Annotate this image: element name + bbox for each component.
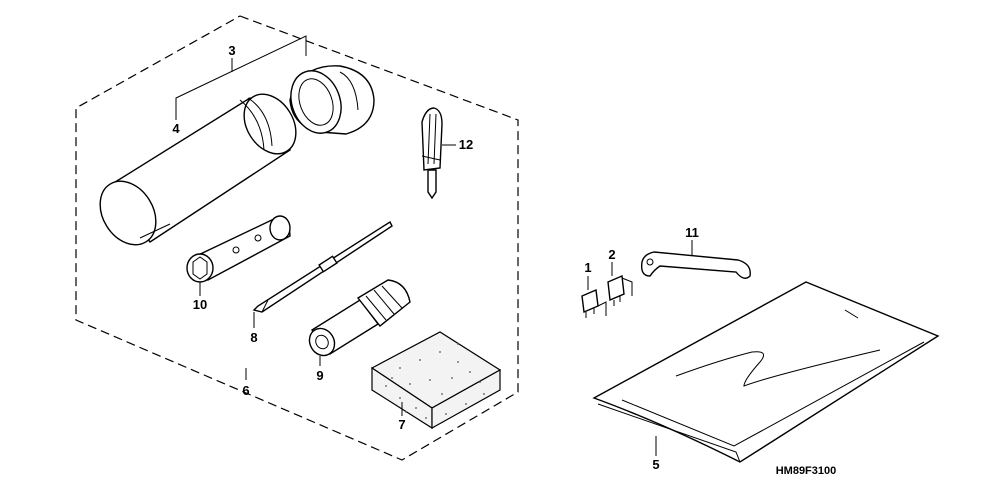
cloth-block	[370, 331, 502, 430]
fuse-2	[607, 274, 633, 306]
callout-3-leader	[175, 35, 307, 106]
tool-case	[99, 93, 297, 246]
tool-case-cap	[289, 65, 375, 135]
screwdriver-grip	[308, 279, 411, 357]
callout-10: 10	[193, 297, 207, 312]
callout-11: 11	[685, 225, 699, 240]
callout-9: 9	[316, 368, 323, 383]
callout-6: 6	[242, 383, 249, 398]
plug-wrench	[186, 215, 291, 283]
figure-code: HM89F3100	[776, 465, 837, 477]
callout-12: 12	[459, 137, 473, 152]
callout-2: 2	[608, 247, 615, 262]
callout-4: 4	[172, 121, 180, 136]
screwdriver-small	[421, 107, 443, 200]
screwdriver-shaft	[252, 220, 393, 313]
tool-kit-boundary	[75, 15, 519, 461]
callout-7: 7	[398, 417, 405, 432]
fuse-1	[581, 288, 607, 318]
callout-8: 8	[250, 330, 257, 345]
callout-5: 5	[652, 457, 659, 472]
callout-3: 3	[228, 43, 235, 58]
callout-1: 1	[584, 260, 591, 275]
document-bag	[592, 281, 940, 463]
wrench-lever	[640, 251, 751, 279]
